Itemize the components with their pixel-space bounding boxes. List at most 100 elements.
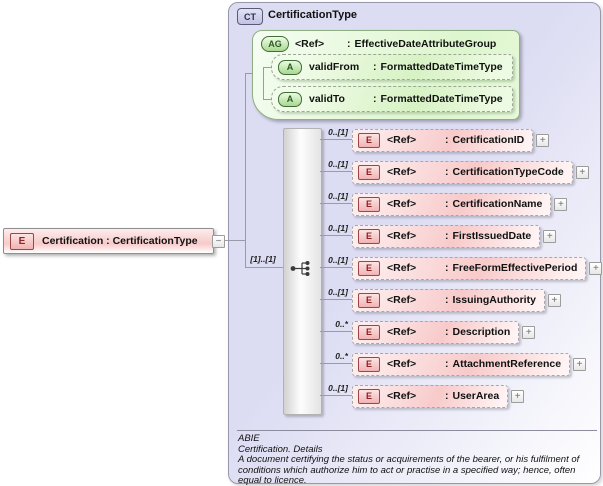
expand-plus-icon[interactable]: + (543, 229, 557, 243)
connector-element-line (320, 267, 352, 268)
element-box[interactable]: E<Ref>:UserArea (352, 384, 509, 408)
connector-trunk-line (245, 73, 246, 268)
element-row: E <Ref>:CertificationID + (352, 128, 550, 152)
element-row: E<Ref>:IssuingAuthority+ (352, 288, 561, 312)
element-box[interactable]: E <Ref>:CertificationName (352, 192, 552, 216)
element-ref: <Ref> (387, 230, 417, 242)
element-ref: <Ref> (387, 358, 417, 370)
element-badge-icon: E (358, 196, 380, 212)
element-separator: : (445, 134, 449, 146)
element-box[interactable]: E<Ref>:IssuingAuthority (352, 288, 545, 312)
complex-type-title: CertificationType (268, 9, 358, 21)
element-ref: <Ref> (387, 390, 417, 402)
element-separator: : (445, 326, 449, 338)
element-separator: : (445, 390, 449, 402)
attr-stub-line (263, 67, 271, 68)
element-badge-icon: E (10, 232, 34, 250)
connector-element-line (320, 203, 352, 204)
element-badge-icon: E (358, 228, 380, 244)
element-badge-icon: E (358, 260, 380, 276)
element-type: FirstIssuedDate (452, 230, 532, 242)
annotation-kind: ABIE (238, 433, 260, 444)
collapse-minus-icon[interactable]: − (212, 235, 225, 248)
expand-plus-icon[interactable]: + (575, 165, 589, 179)
connector-element-line (320, 171, 352, 172)
connector-element-line (320, 299, 352, 300)
element-type: FreeFormEffectivePeriod (452, 262, 578, 274)
attribute-separator: : (373, 93, 377, 105)
expand-plus-icon[interactable]: + (511, 389, 525, 403)
connector-element-line (320, 331, 352, 332)
expand-plus-icon[interactable]: + (589, 261, 603, 275)
element-row: E <Ref>:AttachmentReference + (352, 352, 587, 376)
attr-branch-line (263, 67, 264, 99)
element-ref: <Ref> (387, 134, 417, 146)
element-badge-icon: E (358, 324, 380, 340)
connector-element-line (320, 235, 352, 236)
element-cardinality: 0..* (335, 351, 348, 361)
annotation-title: Certification. Details (238, 444, 323, 455)
attribute-group-type: EffectiveDateAttributeGroup (354, 38, 497, 50)
attribute-separator: : (373, 61, 377, 73)
connector-element-line (320, 395, 352, 396)
element-separator: : (445, 262, 449, 274)
element-type: Description (452, 326, 511, 338)
element-row: E <Ref>:FreeFormEffectivePeriod + (352, 256, 603, 280)
expand-plus-icon[interactable]: + (554, 197, 568, 211)
element-row: E <Ref>:CertificationName + (352, 192, 568, 216)
element-type: CertificationTypeCode (452, 166, 564, 178)
element-badge-icon: E (358, 132, 380, 148)
expand-plus-icon[interactable]: + (573, 357, 587, 371)
element-badge-icon: E (358, 388, 380, 404)
root-element-label: Certification : CertificationType (42, 235, 198, 247)
attribute-name: validFrom (309, 61, 360, 73)
root-element[interactable]: E Certification : CertificationType (3, 228, 214, 254)
element-separator: : (445, 358, 449, 370)
element-ref: <Ref> (387, 166, 417, 178)
expand-plus-icon[interactable]: + (547, 293, 561, 307)
element-cardinality: 0..[1] (328, 255, 348, 265)
element-row: E<Ref>:CertificationTypeCode+ (352, 160, 589, 184)
element-badge-icon: E (358, 164, 380, 180)
attribute-group-ref: <Ref> (295, 38, 325, 50)
element-cardinality: 0..[1] (328, 223, 348, 233)
attr-stub-line (263, 99, 271, 100)
attribute-group: AG <Ref> : EffectiveDateAttributeGroup A… (252, 30, 520, 120)
element-box[interactable]: E<Ref>:CertificationTypeCode (352, 160, 573, 184)
element-cardinality: 0..[1] (328, 127, 348, 137)
element-box[interactable]: E <Ref>:FreeFormEffectivePeriod (352, 256, 587, 280)
attribute-group-header: AG <Ref> : EffectiveDateAttributeGroup (261, 36, 496, 52)
connector-element-line (320, 139, 352, 140)
expand-plus-icon[interactable]: + (522, 325, 536, 339)
element-box[interactable]: E <Ref>:CertificationID (352, 128, 534, 152)
element-separator: : (445, 198, 449, 210)
element-row: E <Ref>:FirstIssuedDate + (352, 224, 557, 248)
element-box[interactable]: E <Ref>:FirstIssuedDate (352, 224, 541, 248)
element-badge-icon: E (358, 356, 380, 372)
element-cardinality: 0..[1] (328, 191, 348, 201)
element-box[interactable]: E <Ref>:AttachmentReference (352, 352, 571, 376)
element-cardinality: 0..[1] (328, 383, 348, 393)
element-type: AttachmentReference (452, 358, 562, 370)
element-type: CertificationID (452, 134, 525, 146)
element-type: CertificationName (452, 198, 543, 210)
attribute-type: FormattedDateTimeType (380, 61, 503, 73)
attribute-group-separator: : (347, 38, 351, 50)
attribute-type: FormattedDateTimeType (380, 93, 503, 105)
element-ref: <Ref> (387, 262, 417, 274)
connector-sequence-line (245, 267, 291, 268)
element-separator: : (445, 230, 449, 242)
element-badge-icon: E (358, 292, 380, 308)
element-box[interactable]: E<Ref>:Description (352, 320, 520, 344)
expand-plus-icon[interactable]: + (536, 133, 550, 147)
annotation-description: A document certifying the status or acqu… (238, 454, 580, 486)
attribute-group-badge-icon: AG (261, 36, 289, 52)
element-ref: <Ref> (387, 198, 417, 210)
attribute-name: validTo (309, 93, 345, 105)
connector-element-line (320, 363, 352, 364)
connector-root-line (223, 240, 245, 241)
element-ref: <Ref> (387, 294, 417, 306)
